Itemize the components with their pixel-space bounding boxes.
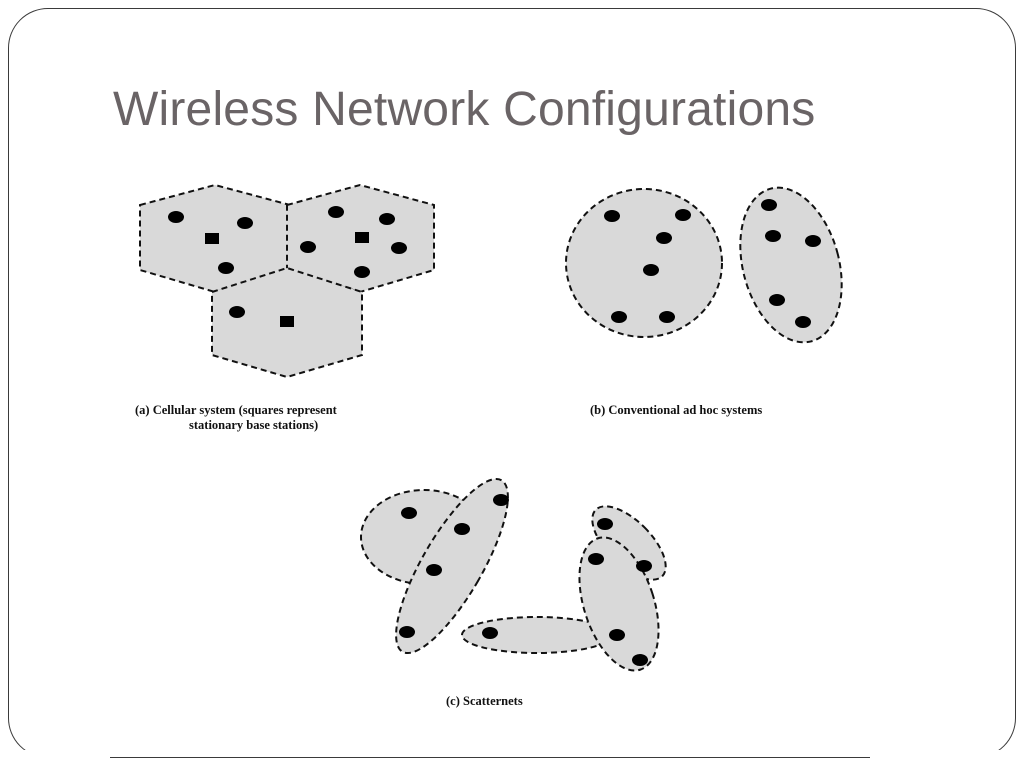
- mobile-device: [632, 654, 648, 666]
- mobile-device: [399, 626, 415, 638]
- mobile-device: [328, 206, 344, 218]
- mobile-device: [659, 311, 675, 323]
- mobile-device: [379, 213, 395, 225]
- mobile-device: [675, 209, 691, 221]
- mobile-device: [391, 242, 407, 254]
- mobile-device: [300, 241, 316, 253]
- mobile-device: [795, 316, 811, 328]
- mobile-device: [765, 230, 781, 242]
- mobile-device: [482, 627, 498, 639]
- scatternets-diagram: [360, 477, 667, 672]
- mobile-device: [237, 217, 253, 229]
- base-station: [280, 316, 294, 327]
- base-station: [355, 232, 369, 243]
- piconet: [578, 536, 660, 672]
- mobile-device: [426, 564, 442, 576]
- mobile-device: [218, 262, 234, 274]
- frame-gap-left: [8, 750, 110, 768]
- caption-cellular-line2: stationary base stations): [189, 418, 319, 432]
- cellular-system-diagram: [139, 183, 435, 379]
- caption-ad-hoc: (b) Conventional ad hoc systems: [590, 403, 763, 417]
- ad-hoc-systems-diagram: [565, 186, 843, 344]
- mobile-device: [643, 264, 659, 276]
- slide-frame: [8, 8, 1016, 758]
- base-station: [205, 233, 219, 244]
- ad-hoc-group-circle: [565, 188, 723, 338]
- mobile-device: [769, 294, 785, 306]
- mobile-device: [609, 629, 625, 641]
- caption-scatternets: (c) Scatternets: [446, 694, 523, 708]
- piconet: [395, 477, 509, 655]
- mobile-device: [611, 311, 627, 323]
- mobile-device: [597, 518, 613, 530]
- caption-cellular-line1: (a) Cellular system (squares represent: [135, 403, 337, 417]
- frame-gap-right: [870, 750, 1010, 768]
- mobile-device: [656, 232, 672, 244]
- mobile-device: [401, 507, 417, 519]
- mobile-device: [588, 553, 604, 565]
- slide-title: Wireless Network Configurations: [113, 83, 816, 136]
- mobile-device: [761, 199, 777, 211]
- mobile-device: [604, 210, 620, 222]
- mobile-device: [636, 560, 652, 572]
- mobile-device: [168, 211, 184, 223]
- ad-hoc-group-ellipse: [739, 186, 843, 344]
- mobile-device: [454, 523, 470, 535]
- mobile-device: [805, 235, 821, 247]
- mobile-device: [354, 266, 370, 278]
- mobile-device: [493, 494, 509, 506]
- mobile-device: [229, 306, 245, 318]
